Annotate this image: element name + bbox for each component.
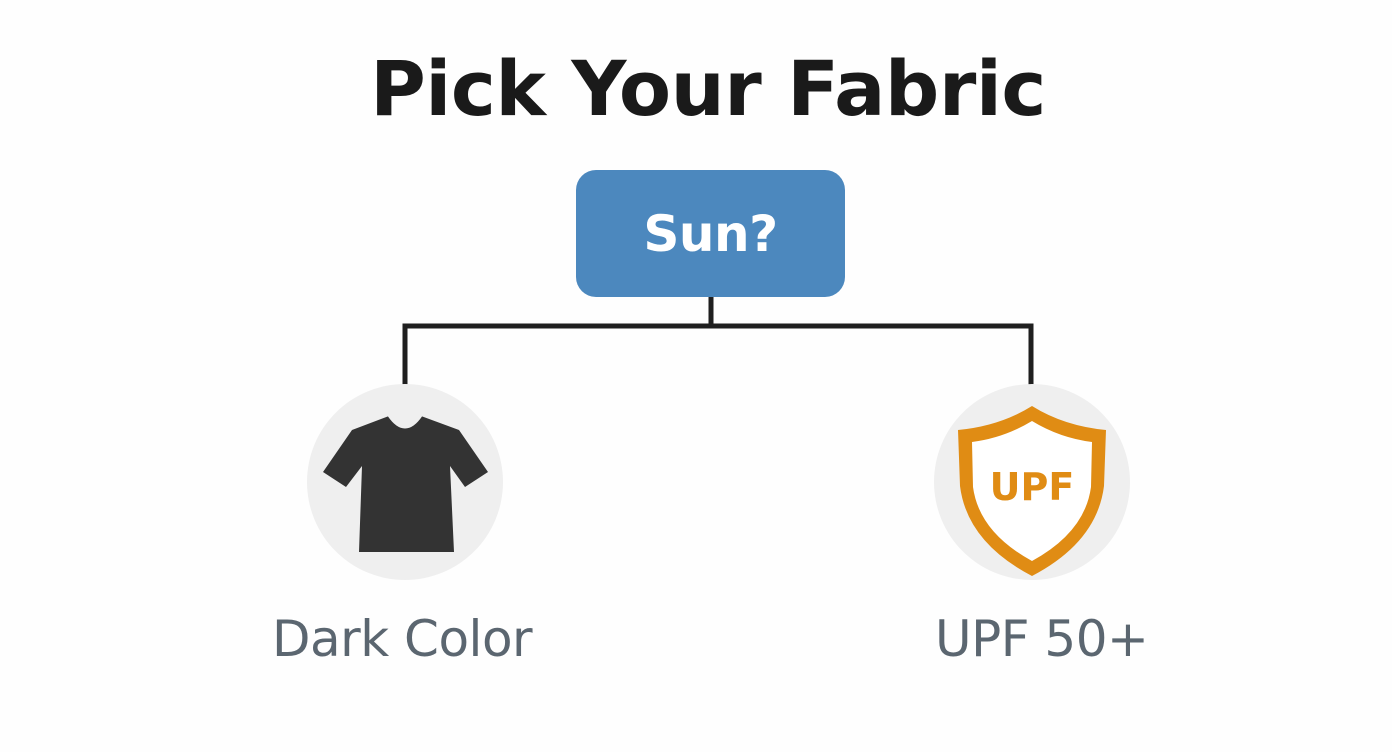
option-upf-circle: UPF xyxy=(934,384,1130,580)
page-title: Pick Your Fabric xyxy=(370,44,1046,133)
shield-icon-text: UPF xyxy=(990,465,1075,509)
decision-node: Sun? xyxy=(576,170,845,297)
option-dark-color-circle xyxy=(307,384,503,580)
t-shirt-icon xyxy=(323,412,488,552)
connector-left xyxy=(402,297,714,386)
option-upf-label: UPF 50+ xyxy=(935,610,1149,668)
decision-label: Sun? xyxy=(643,204,778,263)
connector-right xyxy=(711,323,1034,386)
option-dark-color-label: Dark Color xyxy=(272,610,533,668)
shield-icon: UPF xyxy=(958,406,1106,576)
